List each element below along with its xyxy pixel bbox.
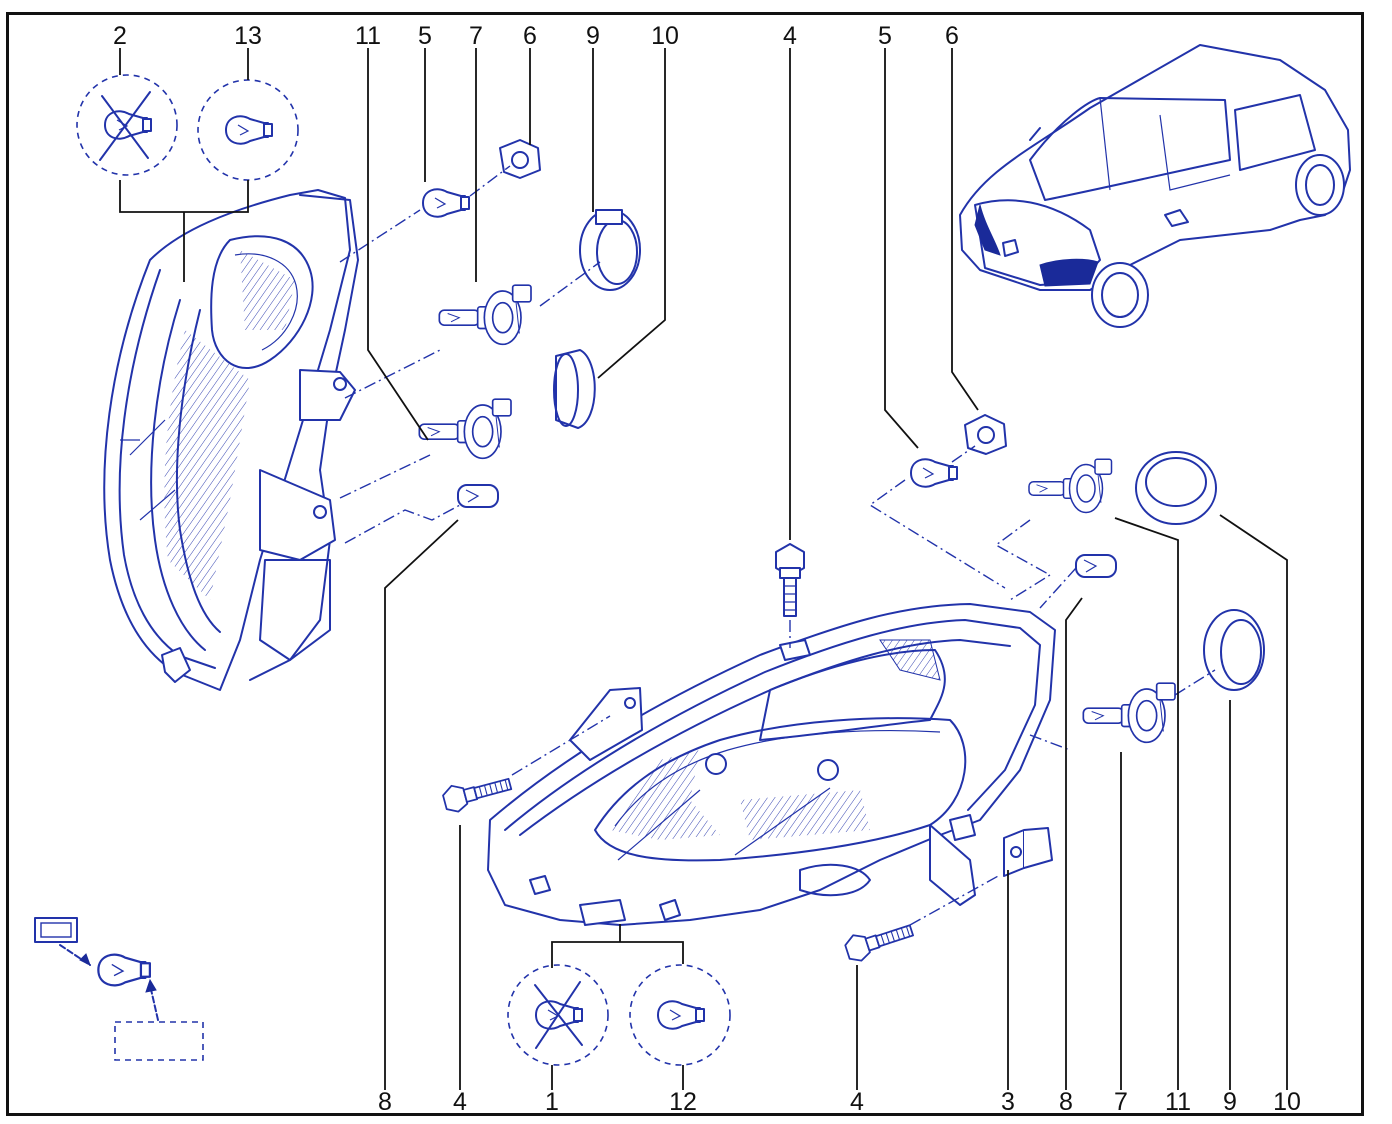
callout-2: 2 — [113, 22, 127, 50]
callout-1: 1 — [545, 1088, 559, 1116]
legend-graphic — [34, 917, 204, 1061]
part-8-bulb-right — [1075, 554, 1117, 578]
callout-5-right: 5 — [878, 22, 892, 50]
callout-3: 3 — [1001, 1088, 1015, 1116]
part-4-bolt-top — [775, 543, 805, 617]
bulb-circle-12 — [629, 964, 731, 1066]
callout-8-right: 8 — [1059, 1088, 1073, 1116]
part-5-bulb-left — [422, 188, 470, 218]
callout-11-right: 11 — [1165, 1088, 1191, 1116]
right-headlamp-assembly — [487, 603, 1056, 926]
callout-9-right: 9 — [1223, 1088, 1237, 1116]
callout-4-lower: 4 — [850, 1088, 864, 1116]
callout-6: 6 — [523, 22, 537, 50]
callouts-bottom: 8 4 1 12 4 3 8 7 11 9 10 — [378, 1088, 1301, 1116]
bulb-circle-1 — [507, 964, 609, 1066]
car-illustration — [959, 44, 1351, 328]
part-11-bulb-left — [418, 398, 512, 460]
bulb-circle-13 — [197, 79, 299, 181]
callouts-top: 2 13 11 5 7 6 9 10 4 5 6 — [113, 22, 959, 50]
part-4-bolt-left — [440, 770, 515, 816]
part-8-bulb-left — [457, 484, 499, 508]
callout-12: 12 — [669, 1088, 697, 1116]
bulb-circle-2 — [76, 74, 178, 176]
part-7-bulb-right — [1082, 682, 1176, 744]
callout-10-right: 10 — [1273, 1088, 1301, 1116]
callout-8: 8 — [378, 1088, 392, 1116]
part-10-cap-right — [1135, 451, 1217, 525]
callout-13: 13 — [234, 22, 262, 50]
callout-7-right: 7 — [1114, 1088, 1128, 1116]
callout-7: 7 — [469, 22, 483, 50]
callout-9: 9 — [586, 22, 600, 50]
part-3-connector — [1003, 827, 1053, 877]
part-9-cap-left — [579, 209, 641, 291]
callout-10: 10 — [651, 22, 679, 50]
part-4-bolt-lower — [842, 916, 917, 965]
part-7-bulb-left — [438, 284, 532, 346]
callout-11: 11 — [355, 22, 381, 50]
callout-5: 5 — [418, 22, 432, 50]
part-5-bulb-right — [910, 458, 958, 488]
part-9-cap-right — [1203, 609, 1265, 691]
callout-6-right: 6 — [945, 22, 959, 50]
callout-4-left: 4 — [453, 1088, 467, 1116]
part-6-holder-left — [499, 139, 541, 179]
part-11-bulb-right — [1028, 458, 1113, 514]
callout-4: 4 — [783, 22, 797, 50]
part-6-holder-right — [964, 414, 1007, 455]
part-10-cap-left — [553, 349, 596, 429]
left-headlamp-assembly — [103, 189, 359, 691]
